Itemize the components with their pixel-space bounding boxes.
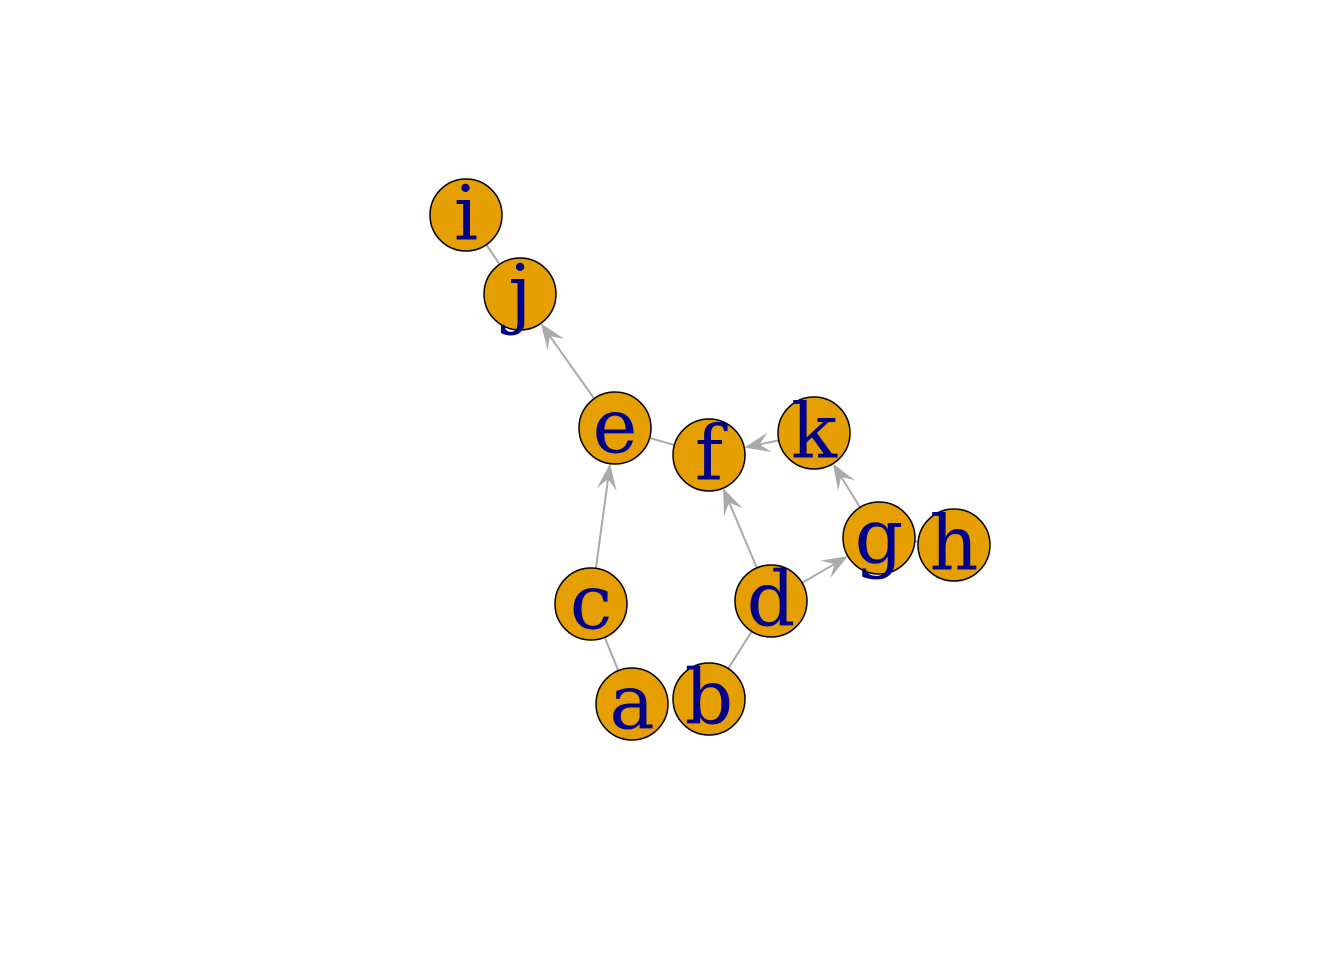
- edge-c-e: [594, 477, 610, 569]
- node-k: k: [777, 387, 851, 476]
- arrowhead-d-g: [820, 556, 848, 578]
- edge-g-k: [839, 474, 861, 508]
- node-label-h: h: [930, 499, 979, 588]
- node-a: a: [595, 658, 669, 747]
- node-circle-d: [734, 564, 808, 638]
- node-circle-h: [917, 508, 991, 582]
- edge-a-c: [603, 636, 620, 672]
- node-f: f: [672, 409, 746, 498]
- node-circle-b: [672, 662, 746, 736]
- arrowhead-d-f: [723, 488, 743, 516]
- node-e: e: [578, 382, 652, 471]
- node-label-e: e: [593, 382, 638, 471]
- node-label-k: k: [791, 387, 838, 476]
- edge-e-f: [649, 436, 675, 447]
- node-label-d: d: [747, 555, 796, 644]
- node-circle-g: [842, 501, 916, 575]
- node-c: c: [554, 558, 628, 647]
- node-circle-a: [595, 667, 669, 741]
- node-label-b: b: [685, 653, 734, 742]
- node-circle-c: [554, 567, 628, 641]
- node-circle-k: [777, 396, 851, 470]
- node-d: d: [734, 555, 808, 644]
- node-circle-f: [672, 418, 746, 492]
- arrowhead-c-e: [596, 463, 617, 491]
- node-j: j: [483, 248, 557, 337]
- edges-layer: [485, 244, 919, 672]
- node-circle-e: [578, 391, 652, 465]
- arrowhead-e-j: [540, 323, 565, 351]
- edge-e-j: [548, 334, 595, 400]
- edge-k-f: [757, 439, 779, 446]
- node-label-f: f: [695, 409, 728, 498]
- edge-j-i: [485, 244, 501, 265]
- node-circle-i: [429, 178, 503, 252]
- node-circle-j: [483, 257, 557, 331]
- arrowhead-g-k: [832, 463, 856, 491]
- node-i: i: [429, 169, 503, 258]
- edge-d-g: [801, 562, 837, 584]
- edge-b-d: [727, 630, 753, 670]
- node-label-c: c: [570, 558, 613, 647]
- arrowhead-k-f: [744, 432, 772, 453]
- node-g: g: [842, 492, 916, 581]
- node-label-a: a: [609, 658, 654, 747]
- edge-d-f: [727, 500, 758, 569]
- node-label-g: g: [855, 492, 904, 581]
- node-h: h: [917, 499, 991, 588]
- node-b: b: [672, 653, 746, 742]
- node-label-i: i: [454, 169, 478, 258]
